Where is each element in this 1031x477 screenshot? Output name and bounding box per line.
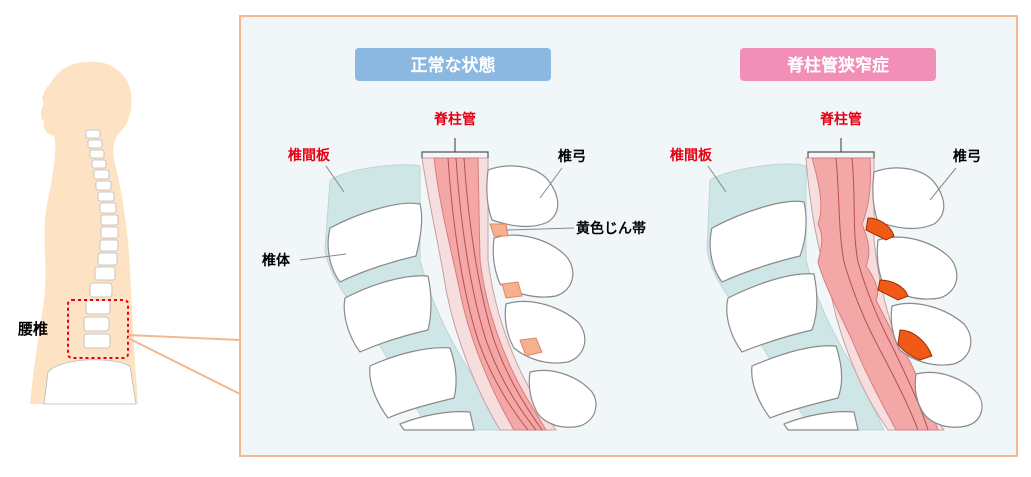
lumbar-highlight-box — [67, 299, 129, 359]
normal-ligament-leader — [505, 227, 575, 231]
normal-lamina-4 — [528, 369, 597, 428]
normal-ligament-3 — [519, 337, 543, 357]
normal-vertebra-1 — [327, 202, 423, 283]
normal-vertebral-bodies — [327, 202, 475, 431]
normal-lamina-1 — [486, 165, 559, 228]
stenosis-vertebra-2 — [726, 273, 818, 353]
stenosis-lamina-1 — [872, 167, 945, 230]
normal-ligament-2 — [501, 281, 523, 299]
stenosis-lamina-label: 椎弓 — [952, 148, 981, 165]
normal-disc-leader — [325, 165, 345, 193]
normal-canal-bracket — [421, 138, 489, 158]
stenosis-vertebra-3 — [751, 345, 843, 419]
lumbar-label: 腰椎 — [17, 320, 48, 338]
stenosis-lamina-4 — [914, 371, 983, 428]
normal-spine-illustration — [324, 138, 597, 431]
stenosis-ligament-2 — [877, 279, 909, 301]
normal-ligaments — [489, 223, 543, 357]
stenosis-vertebra-4 — [783, 411, 859, 431]
stenosis-lamina-2 — [876, 236, 958, 300]
stenosis-spine-illustration — [706, 138, 983, 431]
stenosis-lamina-leader — [929, 167, 957, 201]
human-body-figure — [30, 61, 138, 405]
stenosis-disc-leader — [707, 165, 727, 193]
stenosis-canal-bracket — [807, 138, 875, 158]
body-silhouette — [30, 61, 138, 405]
vertebral-body-leader — [299, 253, 347, 261]
stenosis-vertebral-bodies — [709, 200, 859, 431]
stenosis-canal-label: 脊柱管 — [819, 111, 862, 128]
body-spine — [43, 129, 137, 405]
normal-lamina-leader — [539, 167, 563, 199]
vertebral-body-label: 椎体 — [261, 252, 291, 269]
stenosis-ligaments — [865, 217, 933, 361]
stenosis-title-badge — [740, 48, 936, 81]
normal-disc-label: 椎間板 — [287, 147, 331, 164]
normal-title-badge — [355, 48, 551, 81]
normal-vertebra-2 — [343, 275, 432, 353]
stenosis-ligament-1 — [865, 217, 895, 241]
stenosis-ligament-3 — [897, 329, 933, 361]
normal-canal-label: 脊柱管 — [433, 111, 476, 128]
connector-line-top — [127, 334, 241, 341]
connector-line-bottom — [127, 337, 241, 395]
normal-lamina-2 — [492, 234, 574, 298]
normal-vertebra-3 — [369, 347, 457, 419]
normal-vertebra-4 — [399, 411, 475, 431]
normal-ligament-label: 黄色じん帯 — [576, 220, 646, 237]
normal-title: 正常な状態 — [411, 55, 496, 76]
stenosis-title: 脊柱管狭窄症 — [786, 55, 889, 76]
normal-ligament-1 — [489, 223, 509, 237]
normal-lamina-label: 椎弓 — [557, 148, 586, 165]
stenosis-disc-label: 椎間板 — [669, 147, 713, 164]
stenosis-vertebra-1 — [709, 200, 807, 283]
normal-canal — [433, 157, 547, 431]
